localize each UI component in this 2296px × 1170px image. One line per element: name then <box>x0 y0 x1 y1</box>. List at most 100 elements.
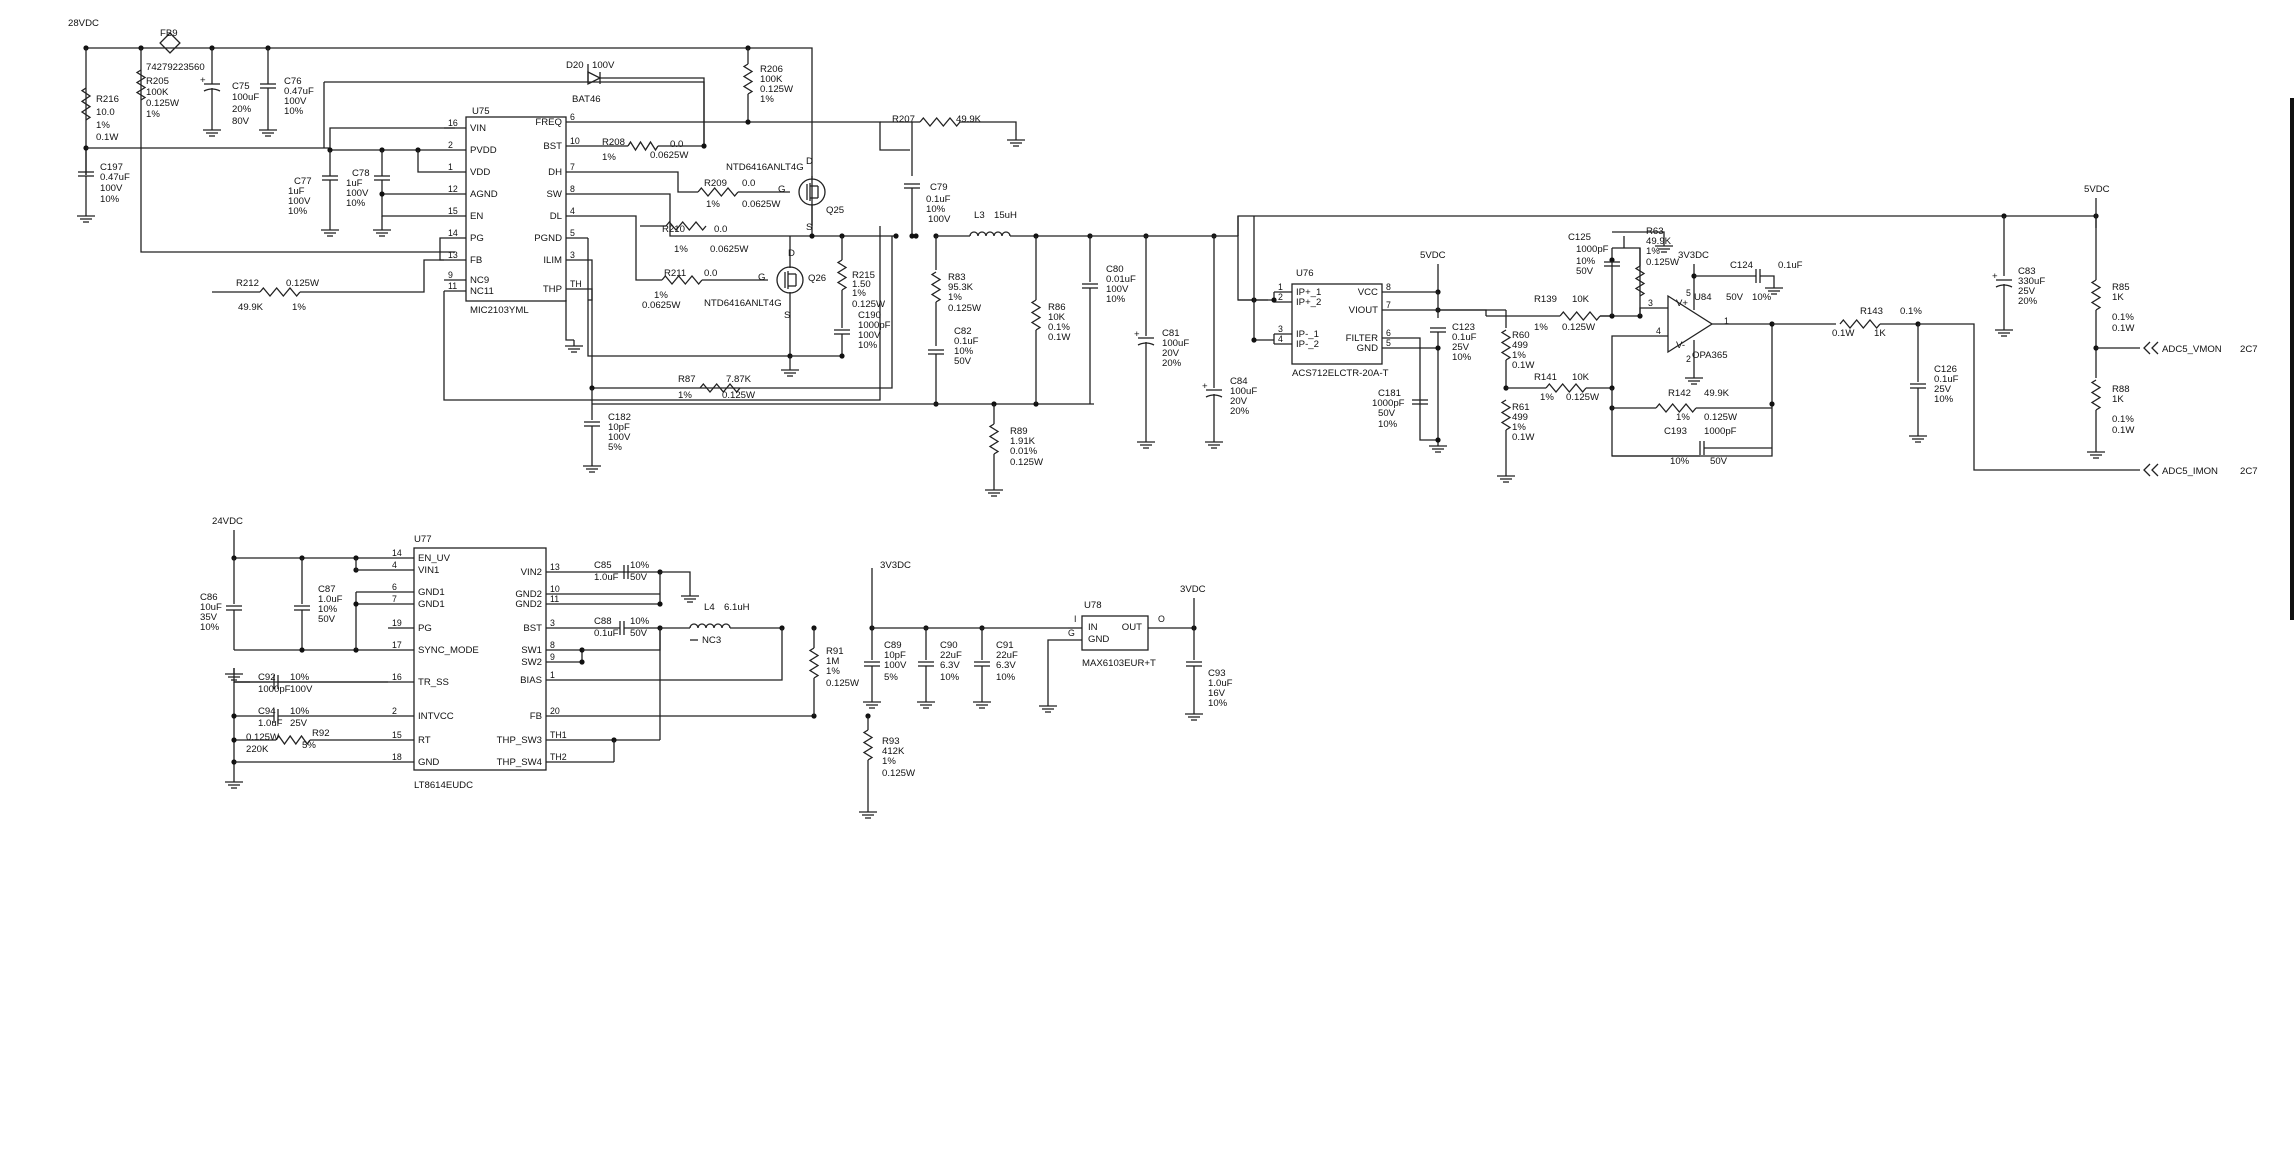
capacitor-C86-label: 10uF <box>200 602 222 613</box>
capacitor-C85-label: 50V <box>630 572 648 583</box>
opamp-U84 <box>1667 294 1714 354</box>
capacitor-C182-label: 5% <box>608 442 622 453</box>
capacitor-C88-label: 0.1uF <box>594 628 619 639</box>
resistor-R93-label: 412K <box>882 746 905 757</box>
u75-pin-name: DL <box>550 211 563 222</box>
resistor-R216-label: 0.1W <box>96 132 119 143</box>
capacitor-C84-label: C84 <box>1230 376 1248 387</box>
fet-Q25-part: NTD6416ANLT4G <box>726 162 804 173</box>
capacitor-C84-label: 100uF <box>1230 386 1257 397</box>
resistor-R207 <box>919 116 961 128</box>
resistor-R89 <box>988 423 1000 455</box>
resistor-R205-label: R205 <box>146 76 169 87</box>
resistor-R143 <box>1839 318 1881 330</box>
capacitor-C125-label: 50V <box>1576 266 1594 277</box>
resistor-R208-label: 0.0 <box>670 139 683 150</box>
ic-U78-out: OUT <box>1122 622 1142 633</box>
wire <box>1047 639 1082 700</box>
u77-pin-name: VIN2 <box>521 567 542 578</box>
resistor-R89-label: 1.91K <box>1010 436 1036 447</box>
wire <box>86 47 813 226</box>
resistor-R212-label: R212 <box>236 278 259 289</box>
u77-pin-name: RT <box>418 735 431 746</box>
ic-U78-part: MAX6103EUR+T <box>1082 658 1156 669</box>
resistor-R142-label: 1% <box>1676 412 1690 423</box>
resistor-R206-label: R206 <box>760 64 783 75</box>
u77-pin-name: PG <box>418 623 432 634</box>
capacitor-C77-label: C77 <box>294 176 312 187</box>
resistor-R210-label: 1% <box>674 244 688 255</box>
inductor-L3-ref: L3 <box>974 210 985 221</box>
u76-pin-number: 1 <box>1278 282 1283 292</box>
capacitor-C91-label: 10% <box>996 672 1016 683</box>
resistor-R143-label: 1K <box>1874 328 1886 339</box>
junction-dot <box>893 233 899 239</box>
junction-dot <box>745 119 751 125</box>
u76-pin-name: IP+_2 <box>1296 297 1321 308</box>
plus-sign: + <box>1134 329 1140 340</box>
u77-pin-number: TH1 <box>550 730 567 740</box>
opamp-pin-1: 1 <box>1724 316 1729 326</box>
wire <box>1611 335 1668 388</box>
ic-U77-part: LT8614EUDC <box>414 780 473 791</box>
capacitor-C182-label: 10pF <box>608 422 630 433</box>
supply-24vdc: 24VDC <box>212 516 243 527</box>
resistor-R85-label: R85 <box>2112 282 2130 293</box>
u75-pin-name: SW <box>547 189 563 200</box>
resistor-R212-label: 49.9K <box>238 302 264 313</box>
resistor-R61 <box>1500 399 1512 431</box>
u75-pin-name: ILIM <box>543 255 562 266</box>
capacitor-C75-label: C75 <box>232 81 250 92</box>
resistor-R216-label: R216 <box>96 94 119 105</box>
u77-pin-number: 6 <box>392 582 397 592</box>
resistor-R89-label: 0.01% <box>1010 446 1038 457</box>
junction-dot <box>353 601 359 607</box>
u77-pin-number: 10 <box>550 584 560 594</box>
resistor-R209-label: 1% <box>706 199 720 210</box>
supply-28vdc: 28VDC <box>68 18 99 29</box>
capacitor-C90-label: 10% <box>940 672 960 683</box>
u75-pin-name: BST <box>543 141 562 152</box>
inductor-FB9-part: 74279223560 <box>146 62 205 73</box>
resistor-R85-label: 1K <box>2112 292 2124 303</box>
u77-pin-number: 1 <box>550 670 555 680</box>
capacitor-C193-label: 1000pF <box>1704 426 1737 437</box>
capacitor-C181-label: C181 <box>1378 388 1401 399</box>
resistor-R86-label: R86 <box>1048 302 1066 313</box>
resistor-R93-label: R93 <box>882 736 900 747</box>
resistor-R85-label: 0.1W <box>2112 323 2135 334</box>
resistor-R211-label: 0.0625W <box>642 300 681 311</box>
capacitor-C89-label: 100V <box>884 660 907 671</box>
resistor-R92-label: 0.125W <box>246 732 280 743</box>
resistor-R93 <box>862 729 874 761</box>
capacitor-C85-label: 10% <box>630 560 650 571</box>
resistor-R89-label: R89 <box>1010 426 1028 437</box>
fet-Q26-body <box>776 266 804 294</box>
capacitor-C84-label: 20V <box>1230 396 1248 407</box>
capacitor-C94-label: 25V <box>290 718 308 729</box>
wire <box>572 649 583 663</box>
ic-U78-gnd: GND <box>1088 634 1109 645</box>
wire <box>587 64 705 147</box>
u75-pin-name: FREQ <box>535 117 562 128</box>
inductor-coil <box>969 231 1011 237</box>
capacitor-C80-label: C80 <box>1106 264 1124 275</box>
u77-pin-name: GND <box>418 757 439 768</box>
resistor-R210 <box>665 220 707 232</box>
fet-Q26-ref: Q26 <box>808 273 826 284</box>
u75-pin-number: 6 <box>570 112 575 122</box>
resistor-R212-label: 1% <box>292 302 306 313</box>
resistor-R215-label: 1% <box>852 288 866 299</box>
net-arrow-vmon <box>2143 341 2151 355</box>
supply-5vdc-b: 5VDC <box>2084 184 2110 195</box>
ic-U78-pin-g: G <box>1068 628 1075 638</box>
plus-sign: + <box>1202 381 1208 392</box>
capacitor-C91-label: 22uF <box>996 650 1018 661</box>
junction-dot <box>231 737 237 743</box>
opamp-U84-ref: U84 <box>1694 292 1712 303</box>
capacitor-C197-label: C197 <box>100 162 123 173</box>
u77-pin-number: 20 <box>550 706 560 716</box>
u77-pin-name: TR_SS <box>418 677 449 688</box>
ic-U76 <box>1291 283 1383 365</box>
